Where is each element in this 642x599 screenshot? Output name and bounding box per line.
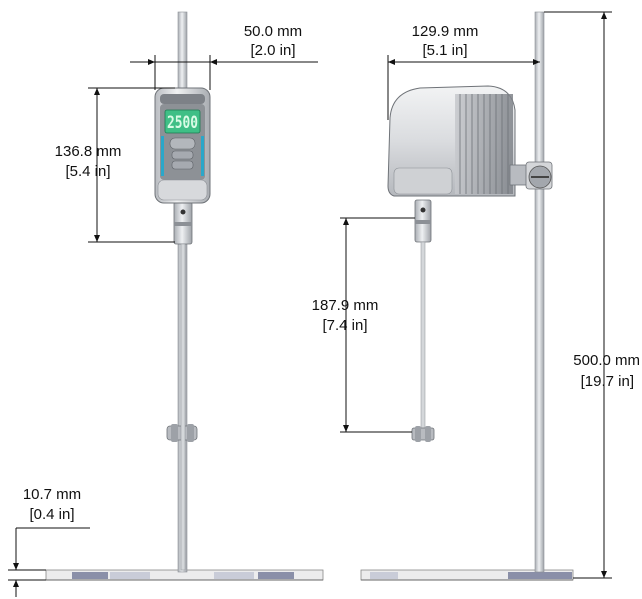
- front-base-foot: [72, 572, 108, 579]
- front-base-foot: [258, 572, 294, 579]
- stand-height-mm: 500.0 mm: [573, 352, 640, 369]
- dimension-labels: 50.0 mm [2.0 in] 136.8 mm [5.4 in] 10.7 …: [23, 23, 640, 523]
- shaft-length-in: [7.4 in]: [322, 317, 367, 334]
- side-view: [360, 11, 574, 581]
- lcd-screen: [164, 109, 201, 134]
- front-base-foot: [214, 572, 254, 579]
- dimension-lines: [8, 11, 612, 597]
- lcd-reading: 2500: [167, 113, 198, 133]
- device-depth-mm: 129.9 mm: [412, 23, 479, 40]
- side-coupling: [414, 199, 432, 243]
- device-width-in: [2.0 in]: [250, 42, 295, 59]
- base-height-in: [0.4 in]: [29, 506, 74, 523]
- side-base-foot: [508, 572, 572, 579]
- device-height-mm: 136.8 mm: [55, 143, 122, 160]
- front-stirring-shaft: [180, 243, 186, 571]
- front-view: 2500: [45, 11, 324, 581]
- shaft-length-mm: 187.9 mm: [312, 297, 379, 314]
- front-coupling: [173, 201, 193, 245]
- stand-height-in: [19.7 in]: [581, 373, 634, 390]
- front-base-foot: [110, 572, 150, 579]
- base-height-mm: 10.7 mm: [23, 486, 81, 503]
- down-button: [171, 160, 194, 170]
- up-button: [171, 150, 194, 160]
- side-device-body: [387, 85, 553, 197]
- side-base-foot: [370, 572, 398, 579]
- front-device-body: 2500: [154, 87, 211, 204]
- device-width-mm: 50.0 mm: [244, 23, 302, 40]
- side-stand-rod: [534, 11, 545, 573]
- impeller: [411, 426, 435, 442]
- side-stirring-shaft: [420, 241, 426, 431]
- on-off-button: [169, 137, 196, 150]
- device-depth-in: [5.1 in]: [422, 42, 467, 59]
- device-height-in: [5.4 in]: [65, 163, 110, 180]
